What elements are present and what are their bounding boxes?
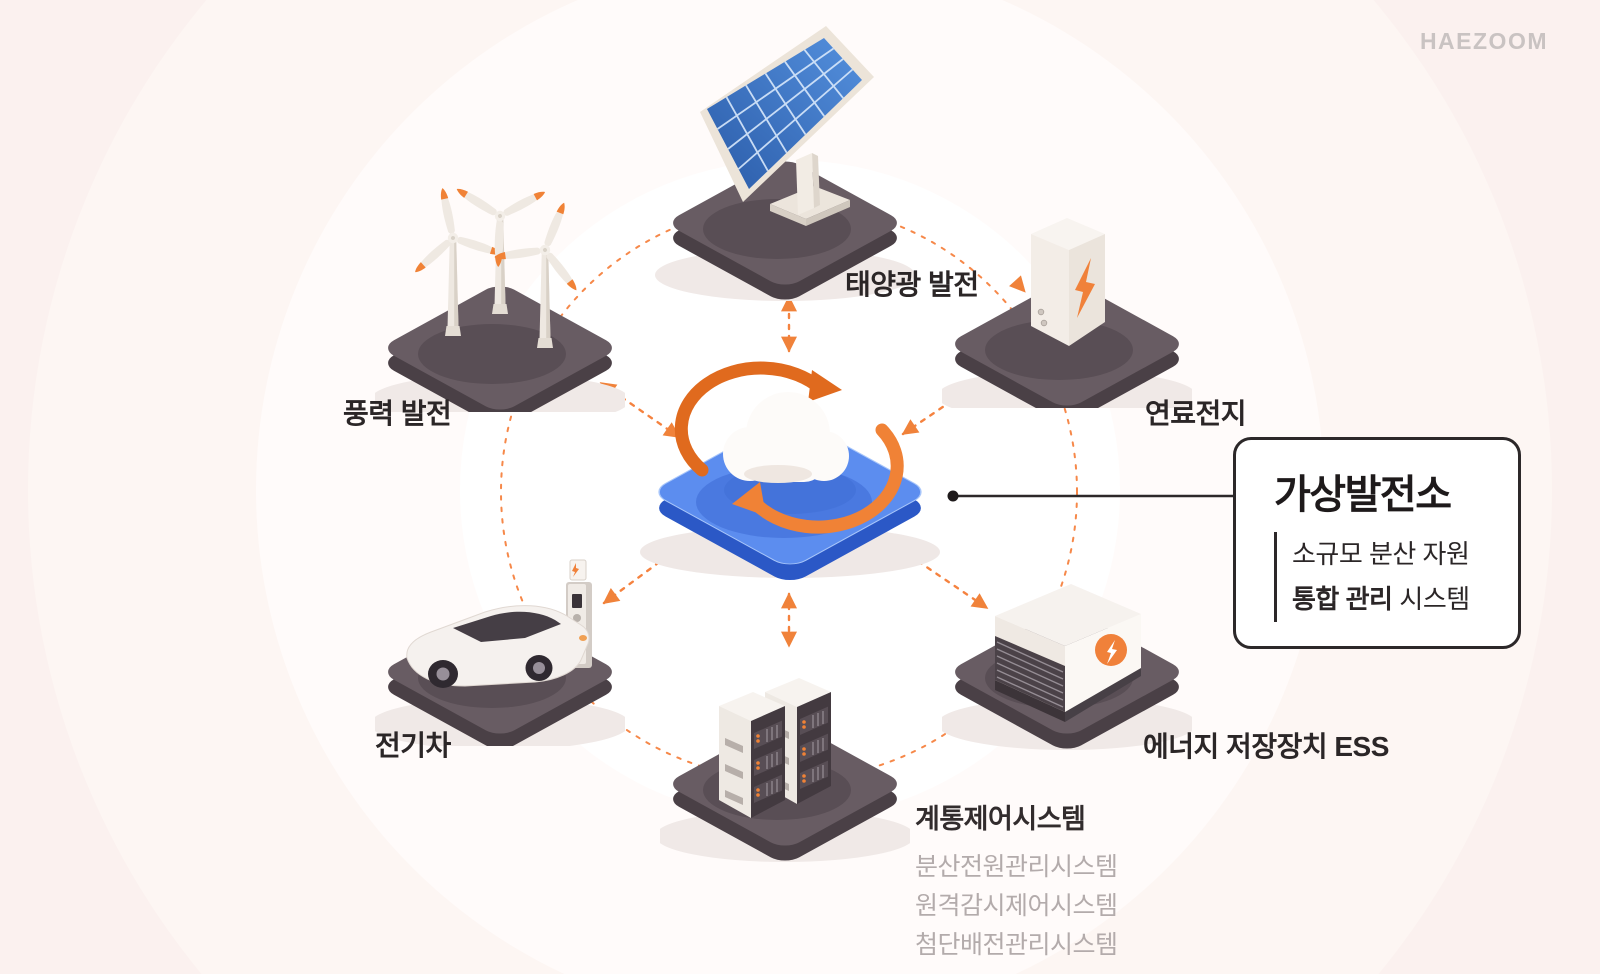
grid-control-subsystem-2: 원격감시제어시스템: [915, 892, 1118, 920]
cloud-sync-icon: [674, 361, 904, 534]
solar-panel-illustration: [655, 26, 915, 302]
callout-line2-bold: 통합 관리: [1292, 584, 1393, 614]
battery-box-icon: [1031, 218, 1105, 346]
electric-car-illustration: [375, 559, 625, 746]
ess-label: 에너지 저장장치 ESS: [1143, 731, 1389, 762]
node-fuel-cell: [942, 196, 1192, 408]
node-electric-vehicle: [375, 540, 625, 746]
grid-control-label-block: 계통제어시스템 분산전원관리시스템 원격감시제어시스템 첨단배전관리시스템: [915, 797, 1118, 965]
storage-container-icon: [995, 584, 1141, 722]
node-wind-power: [375, 96, 625, 412]
node-center-cloud: [640, 352, 940, 588]
node-solar-power: [650, 22, 920, 302]
haezoom-logo: HAEZOOM: [1419, 28, 1548, 54]
grid-control-label: 계통제어시스템: [915, 804, 1086, 834]
ring-arrowhead: [1009, 275, 1026, 293]
lightning-bolt-icon: [1075, 258, 1095, 318]
grid-control-subsystem-1: 분산전원관리시스템: [915, 853, 1118, 881]
wind-turbines-illustration: [375, 96, 625, 412]
node-ess: [942, 540, 1192, 758]
server-racks-illustration: [660, 677, 910, 866]
wind-label: 풍력 발전: [343, 398, 452, 429]
node-grid-control-system: [660, 628, 910, 878]
callout-line1: 소규모 분산 자원: [1292, 539, 1470, 569]
callout-title: 가상발전소: [1274, 473, 1452, 517]
solar-panel-icon: [700, 26, 874, 226]
ev-label: 전기차: [375, 730, 451, 761]
solar-label: 태양광 발전: [845, 269, 979, 300]
arrow-center-ess: [898, 547, 989, 610]
fuel-cell-label: 연료전지: [1145, 398, 1247, 429]
cloud-sync-illustration: [640, 361, 940, 586]
callout-line2-rest: 시스템: [1399, 584, 1470, 614]
ess-container-illustration: [942, 584, 1192, 754]
grid-control-subsystem-3: 첨단배전관리시스템: [915, 931, 1118, 959]
fuel-cell-illustration: [942, 218, 1192, 408]
cloud-icon: [723, 392, 849, 482]
callout-leader-line: [947, 490, 1233, 502]
car-icon: [406, 605, 590, 688]
